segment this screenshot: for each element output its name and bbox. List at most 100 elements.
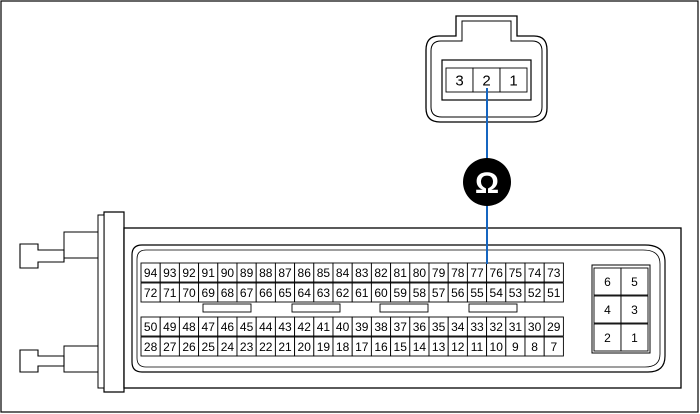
pin-46: 46 — [217, 316, 238, 337]
pin-number: 53 — [509, 286, 523, 300]
pin-number: 36 — [413, 320, 427, 334]
ohm-icon: Ω — [475, 167, 499, 200]
pin-number: 16 — [374, 340, 388, 354]
pin-number: 8 — [531, 340, 538, 354]
ecu-mount-flange — [103, 211, 125, 393]
pin-63: 63 — [313, 282, 334, 303]
pin-cell — [543, 336, 564, 357]
pin-number: 10 — [490, 340, 504, 354]
pin-number: 68 — [221, 286, 235, 300]
pin-23: 23 — [236, 336, 257, 357]
pin-37: 37 — [390, 316, 411, 337]
pin-70: 70 — [178, 282, 200, 303]
pin-92: 92 — [178, 262, 200, 283]
pin-21: 21 — [274, 336, 296, 357]
pin-number: 41 — [317, 320, 331, 334]
pin-number: 64 — [298, 286, 312, 300]
pin-5: 5 — [620, 267, 649, 296]
pin-1: 1 — [499, 67, 528, 93]
pin-number: 7 — [550, 340, 557, 354]
pin-cell — [543, 282, 564, 303]
pin-number: 1 — [631, 331, 638, 345]
pin-59: 59 — [390, 282, 411, 303]
pin-number: 84 — [336, 266, 350, 280]
pin-24: 24 — [217, 336, 238, 357]
pin-number: 3 — [455, 72, 463, 89]
pin-number: 35 — [432, 320, 446, 334]
pin-number: 61 — [355, 286, 369, 300]
pin-number: 91 — [202, 266, 216, 280]
pin-91: 91 — [198, 262, 219, 283]
pin-number: 62 — [336, 286, 350, 300]
pin-cell — [543, 316, 564, 337]
pin-number: 39 — [355, 320, 369, 334]
pin-number: 3 — [631, 303, 638, 317]
pin-number: 58 — [413, 286, 427, 300]
pin-number: 85 — [317, 266, 331, 280]
pin-number: 89 — [240, 266, 254, 280]
pin-number: 29 — [547, 320, 561, 334]
pin-17: 17 — [351, 336, 372, 357]
pin-number: 65 — [278, 286, 292, 300]
pin-number: 69 — [202, 286, 216, 300]
pin-64: 64 — [294, 282, 315, 303]
pin-number: 21 — [278, 340, 292, 354]
pin-number: 87 — [278, 266, 292, 280]
pin-number: 71 — [163, 286, 177, 300]
pin-7: 7 — [543, 336, 564, 357]
pin-89: 89 — [236, 262, 257, 283]
pin-cell — [543, 262, 564, 283]
pin-number: 42 — [298, 320, 312, 334]
pin-number: 26 — [182, 340, 196, 354]
pin-57: 57 — [428, 282, 449, 303]
pin-73: 73 — [543, 262, 564, 283]
pin-number: 88 — [259, 266, 273, 280]
pin-number: 4 — [604, 303, 611, 317]
pin-16: 16 — [370, 336, 392, 357]
ecu-upper-latch-tab — [19, 243, 65, 269]
pin-68: 68 — [217, 282, 238, 303]
pin-cell — [499, 67, 528, 93]
keying-slot — [202, 303, 252, 313]
pin-number: 48 — [182, 320, 196, 334]
pin-33: 33 — [466, 316, 488, 337]
pin-number: 2 — [604, 331, 611, 345]
pin-cell — [620, 323, 649, 352]
pin-number: 40 — [336, 320, 350, 334]
pin-number: 75 — [509, 266, 523, 280]
pin-49: 49 — [159, 316, 180, 337]
pin-number: 25 — [202, 340, 216, 354]
pin-52: 52 — [524, 282, 545, 303]
pin-cell — [620, 267, 649, 296]
ohmmeter-symbol: Ω — [463, 158, 511, 206]
ecu-lower-latch-block — [63, 345, 99, 373]
pin-78: 78 — [447, 262, 468, 283]
pin-50: 50 — [140, 316, 161, 337]
pin-74: 74 — [524, 262, 545, 283]
pin-76: 76 — [486, 262, 507, 283]
pin-number: 43 — [278, 320, 292, 334]
pin-71: 71 — [159, 282, 180, 303]
pin-44: 44 — [255, 316, 276, 337]
small-connector-inner-outline — [430, 20, 543, 118]
pin-number: 72 — [144, 286, 158, 300]
pin-number: 78 — [451, 266, 465, 280]
pin-51: 51 — [543, 282, 564, 303]
pin-number: 70 — [182, 286, 196, 300]
pin-number: 28 — [144, 340, 158, 354]
pin-61: 61 — [351, 282, 372, 303]
pin-number: 59 — [394, 286, 408, 300]
pin-32: 32 — [486, 316, 507, 337]
pin-2: 2 — [593, 323, 622, 352]
keying-slot — [379, 303, 429, 313]
keying-slot — [468, 303, 518, 313]
pin-number: 37 — [394, 320, 408, 334]
ecu-mount-edge — [97, 214, 105, 389]
pin-34: 34 — [447, 316, 468, 337]
pin-18: 18 — [332, 336, 353, 357]
pin-66: 66 — [255, 282, 276, 303]
pin-19: 19 — [313, 336, 334, 357]
pin-79: 79 — [428, 262, 449, 283]
pin-69: 69 — [198, 282, 219, 303]
